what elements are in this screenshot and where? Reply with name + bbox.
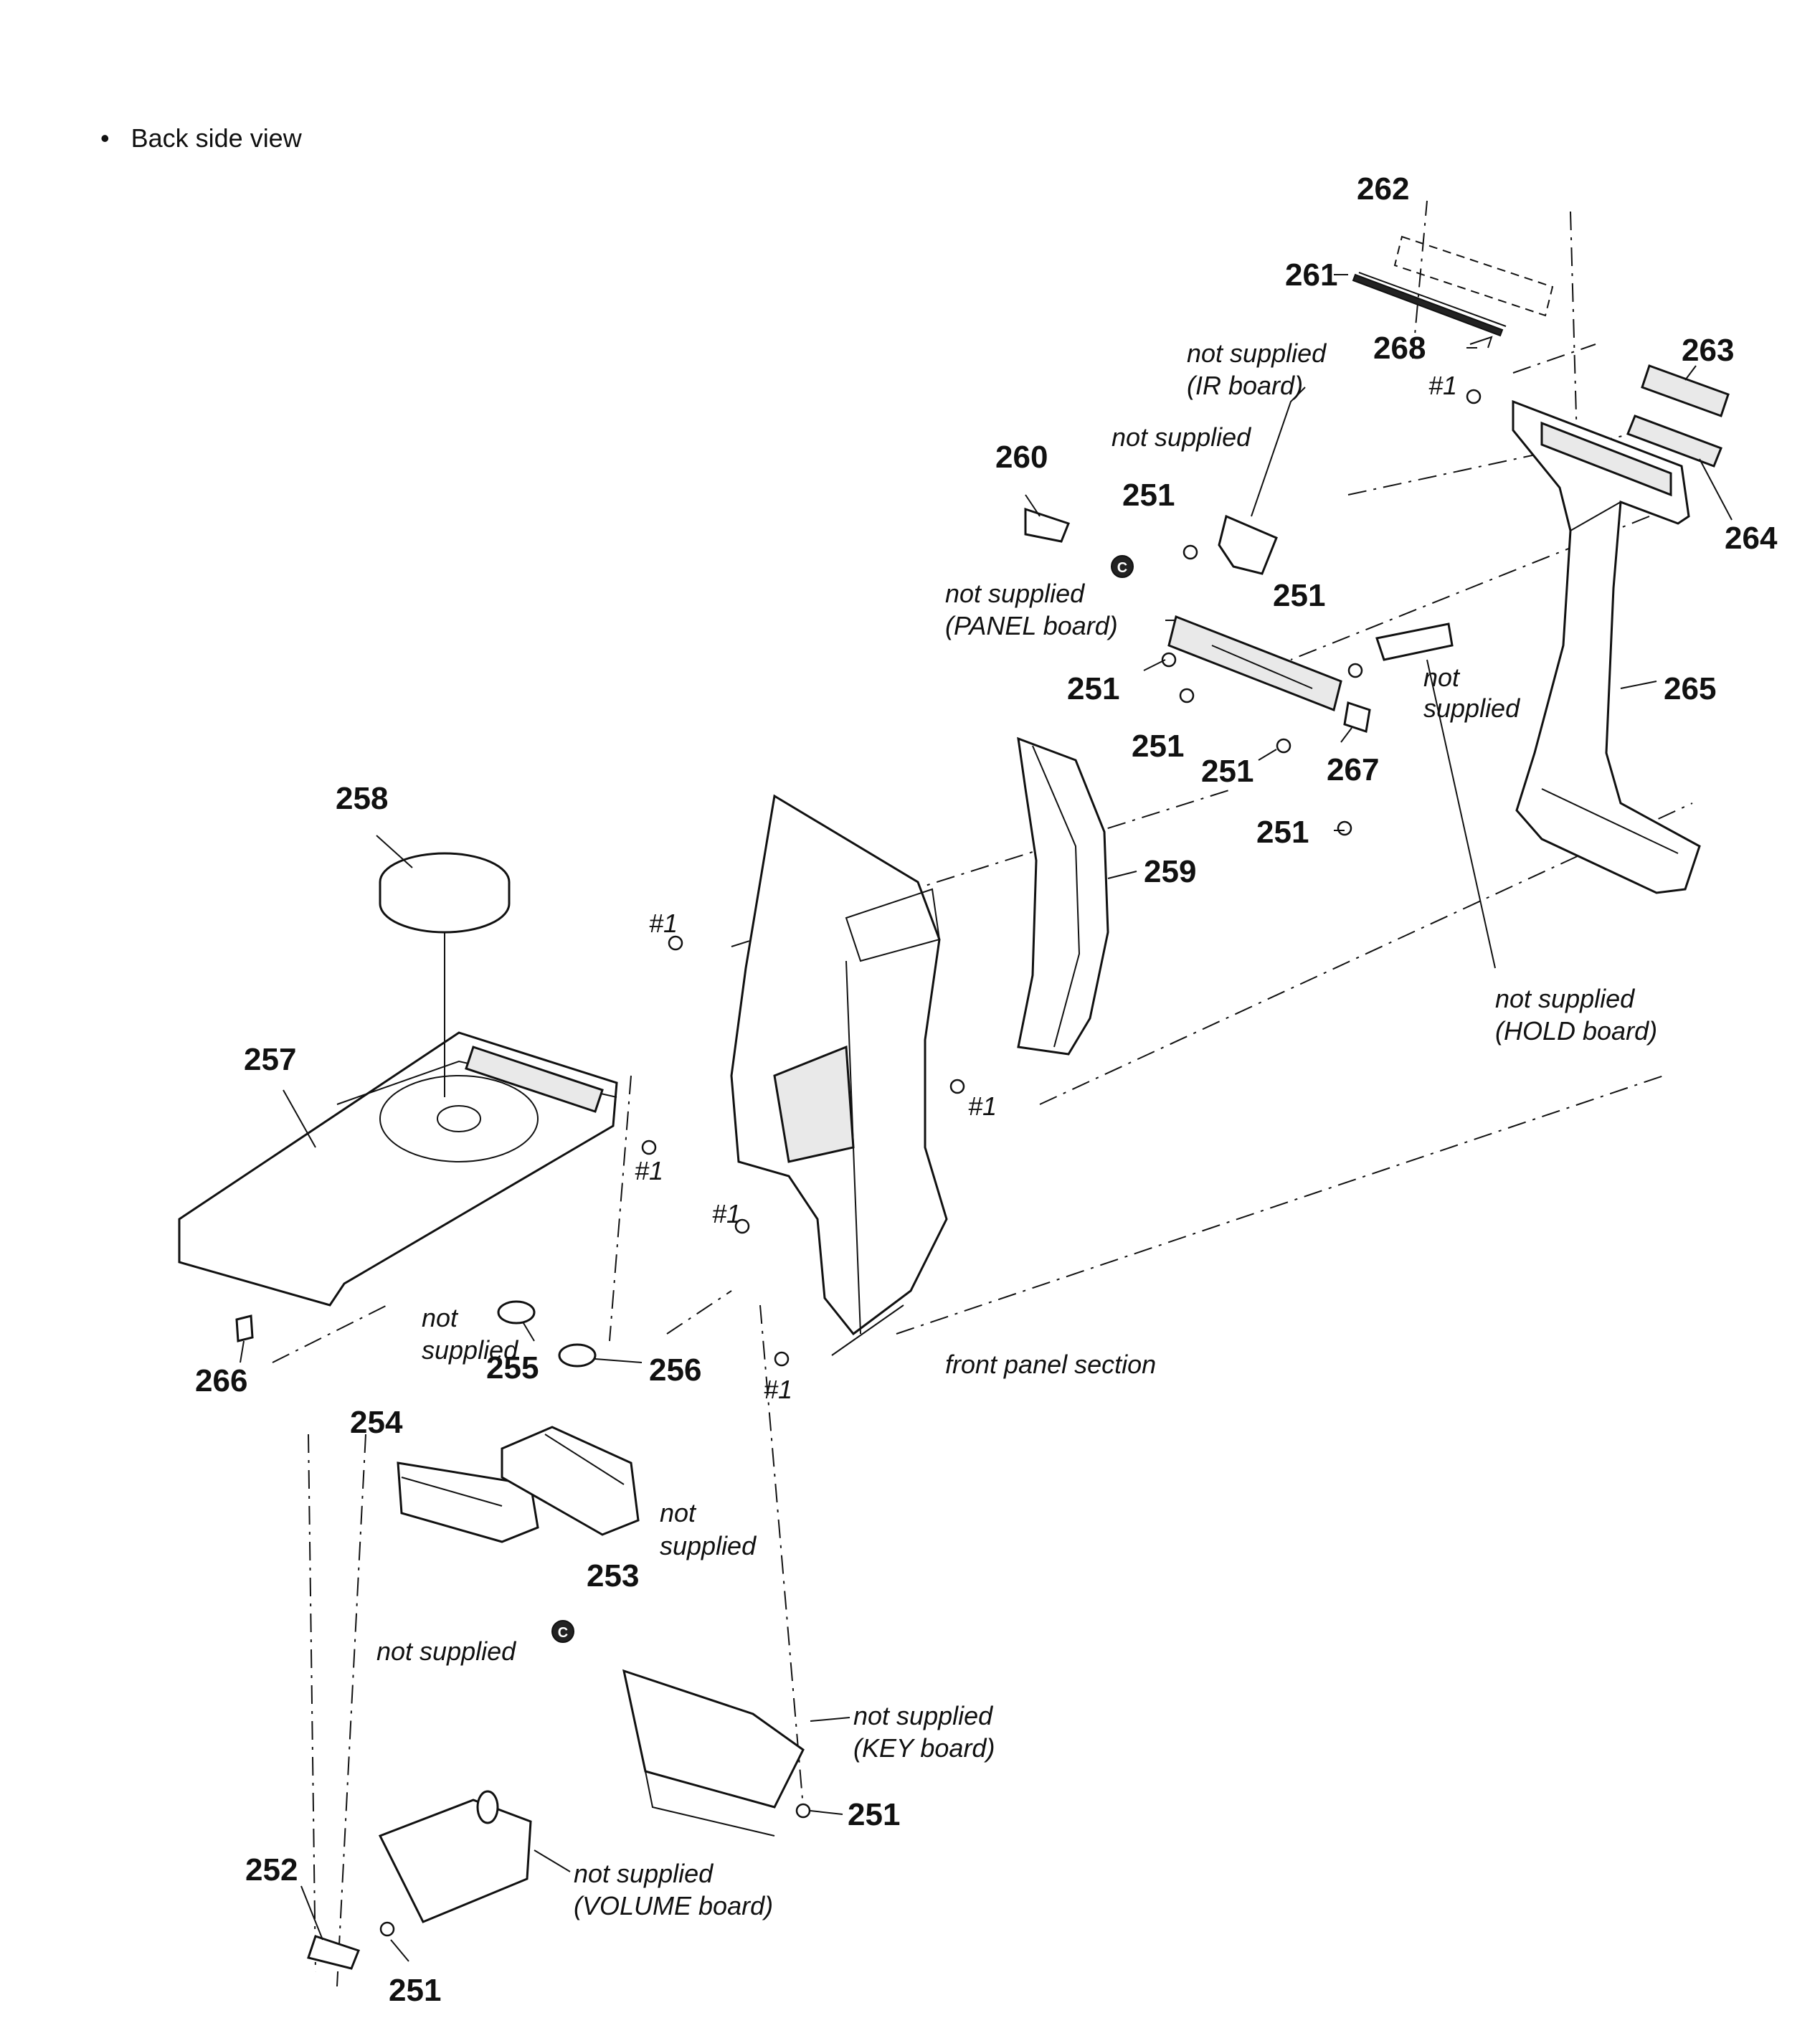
screw-mark-1-e: #1 bbox=[712, 1199, 741, 1228]
screw-mark-1-b: #1 bbox=[649, 909, 678, 938]
callout-251-g: 251 bbox=[848, 1797, 900, 1832]
part-268-wire bbox=[1469, 336, 1493, 349]
bracket-not-supplied bbox=[1218, 514, 1278, 575]
note-254: not supplied bbox=[376, 1636, 516, 1666]
callout-258: 258 bbox=[336, 781, 388, 816]
note-panel-line1: not supplied bbox=[945, 579, 1085, 608]
screws bbox=[379, 389, 1482, 1937]
c-marker-key-label: C bbox=[558, 1625, 568, 1641]
callout-262: 262 bbox=[1357, 171, 1409, 207]
part-259-curved-panel bbox=[1017, 736, 1109, 1056]
c-marker-key: C bbox=[551, 1620, 574, 1643]
part-260-sheet bbox=[1024, 507, 1070, 543]
callout-256: 256 bbox=[649, 1352, 701, 1388]
callout-263: 263 bbox=[1682, 333, 1734, 368]
volume-board bbox=[378, 1790, 532, 1923]
screw-mark-1-c: #1 bbox=[968, 1091, 997, 1121]
note-volume-line1: not supplied bbox=[574, 1859, 714, 1888]
screw-mark-1-f: #1 bbox=[764, 1375, 792, 1404]
view-title: • Back side view bbox=[100, 123, 302, 153]
bullet-icon: • bbox=[100, 123, 110, 153]
callout-254: 254 bbox=[350, 1405, 403, 1440]
part-261-strip bbox=[1352, 272, 1507, 337]
part-265-bracket bbox=[1512, 399, 1701, 894]
part-267-block bbox=[1343, 701, 1371, 733]
callout-251-c: 251 bbox=[1067, 671, 1119, 706]
note-ir-line2: (IR board) bbox=[1187, 371, 1303, 400]
part-262-dashed-box bbox=[1393, 235, 1554, 317]
part-252-bracket bbox=[307, 1935, 360, 1970]
callout-251-f: 251 bbox=[1256, 815, 1309, 850]
key-board bbox=[622, 1669, 805, 1837]
note-hold-line2: (HOLD board) bbox=[1495, 1016, 1657, 1046]
part-256-grommet bbox=[558, 1343, 597, 1368]
part-257-chassis bbox=[178, 1031, 618, 1307]
note-panel-line2: (PANEL board) bbox=[945, 611, 1118, 640]
notes: not supplied (IR board) not supplied not… bbox=[376, 338, 1657, 1920]
note-ns-right-line2: supplied bbox=[1423, 693, 1520, 723]
callout-261: 261 bbox=[1285, 257, 1337, 293]
callout-264: 264 bbox=[1725, 521, 1778, 556]
view-title-text: Back side view bbox=[131, 123, 302, 153]
callout-251-a: 251 bbox=[1122, 478, 1175, 513]
callout-267: 267 bbox=[1327, 752, 1379, 787]
callout-251-b: 251 bbox=[1273, 578, 1325, 613]
callout-251-d: 251 bbox=[1132, 729, 1184, 764]
callout-266: 266 bbox=[195, 1363, 247, 1398]
leader-lines bbox=[240, 274, 1733, 1962]
callout-259: 259 bbox=[1144, 854, 1196, 889]
note-volume-line2: (VOLUME board) bbox=[574, 1891, 773, 1920]
note-not-supplied-top: not supplied bbox=[1112, 422, 1251, 452]
note-255-line2: supplied bbox=[422, 1335, 518, 1365]
note-key-line2: (KEY board) bbox=[853, 1733, 995, 1763]
part-264-board bbox=[1626, 414, 1722, 468]
note-ns-right-line1: not bbox=[1423, 663, 1461, 692]
note-front-panel: front panel section bbox=[945, 1350, 1156, 1379]
callout-268: 268 bbox=[1373, 331, 1426, 366]
callout-253: 253 bbox=[587, 1558, 639, 1593]
note-253-line2: supplied bbox=[660, 1531, 757, 1560]
screw-mark-1-a: #1 bbox=[1428, 371, 1457, 400]
note-255-line1: not bbox=[422, 1303, 459, 1332]
part-255-grommet bbox=[497, 1300, 536, 1325]
callout-260: 260 bbox=[995, 440, 1048, 475]
part-266-clip bbox=[235, 1314, 254, 1342]
alignment-lines bbox=[272, 200, 1693, 1987]
note-hold-line1: not supplied bbox=[1495, 984, 1635, 1013]
hold-board bbox=[1375, 622, 1454, 661]
c-marker-panel: C bbox=[1111, 555, 1134, 578]
callout-265: 265 bbox=[1664, 671, 1716, 706]
note-ir-line1: not supplied bbox=[1187, 338, 1327, 368]
panel-board bbox=[1167, 615, 1342, 712]
callout-251-e: 251 bbox=[1201, 754, 1253, 789]
note-253-line1: not bbox=[660, 1498, 697, 1527]
screw-mark-1-d: #1 bbox=[635, 1156, 663, 1185]
part-253-button bbox=[501, 1426, 640, 1536]
part-263-board bbox=[1641, 364, 1730, 417]
c-marker-panel-label: C bbox=[1117, 560, 1127, 576]
callout-251-h: 251 bbox=[389, 1973, 441, 2008]
callout-252: 252 bbox=[245, 1852, 298, 1887]
callout-255: 255 bbox=[486, 1350, 539, 1385]
note-key-line1: not supplied bbox=[853, 1701, 993, 1730]
front-panel-section bbox=[730, 794, 948, 1336]
callouts: 262 261 268 263 264 260 265 267 259 258 … bbox=[195, 171, 1778, 2008]
callout-257: 257 bbox=[244, 1042, 296, 1077]
